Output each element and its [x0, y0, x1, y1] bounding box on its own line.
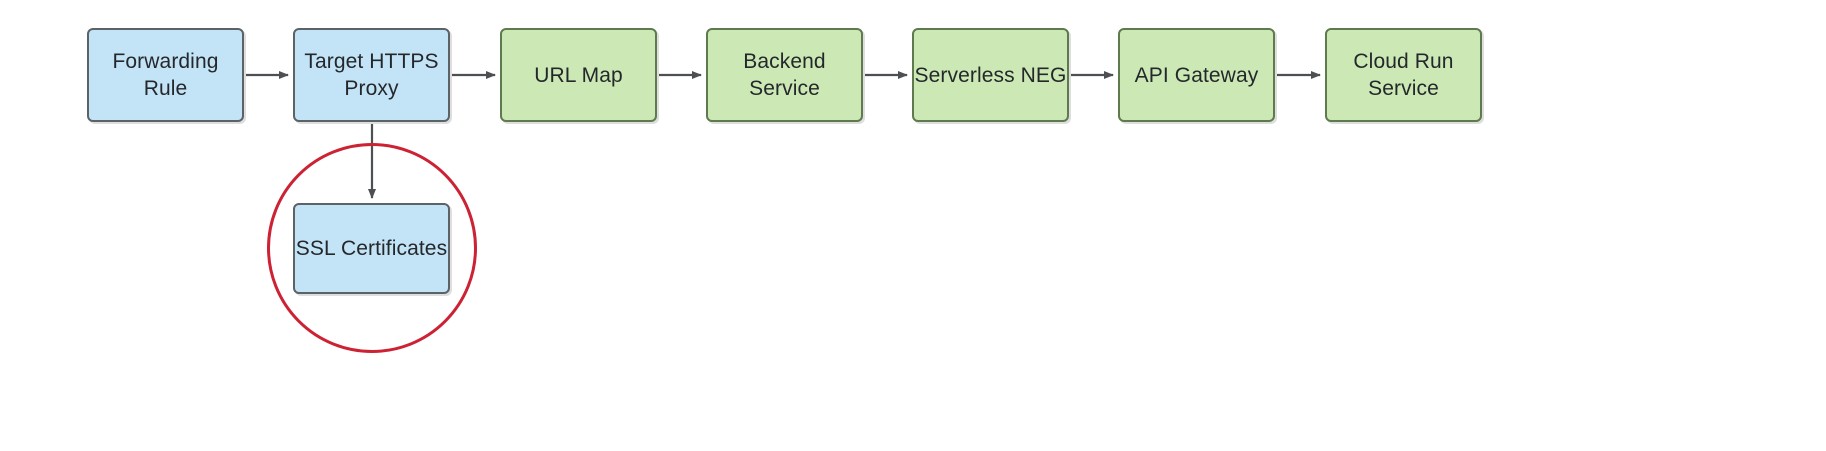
- node-label: Backend Service: [743, 50, 826, 100]
- ssl-highlight-circle: [267, 143, 477, 353]
- node-api-gateway[interactable]: API Gateway: [1118, 28, 1275, 122]
- node-label: API Gateway: [1134, 63, 1259, 87]
- node-label: SSL Certificates: [295, 237, 448, 260]
- node-cloud-run-service[interactable]: Cloud Run Service: [1325, 28, 1482, 122]
- node-label: URL Map: [534, 63, 623, 87]
- node-forwarding-rule[interactable]: Forwarding Rule: [87, 28, 244, 122]
- node-label: Serverless NEG: [914, 63, 1067, 87]
- node-label: Forwarding Rule: [112, 50, 219, 100]
- node-serverless-neg[interactable]: Serverless NEG: [912, 28, 1069, 122]
- node-target-https-proxy[interactable]: Target HTTPS Proxy: [293, 28, 450, 122]
- node-label: Cloud Run Service: [1353, 50, 1454, 100]
- node-label: Target HTTPS Proxy: [304, 50, 439, 100]
- node-backend-service[interactable]: Backend Service: [706, 28, 863, 122]
- node-url-map[interactable]: URL Map: [500, 28, 657, 122]
- node-ssl-certificates[interactable]: SSL Certificates: [293, 203, 450, 294]
